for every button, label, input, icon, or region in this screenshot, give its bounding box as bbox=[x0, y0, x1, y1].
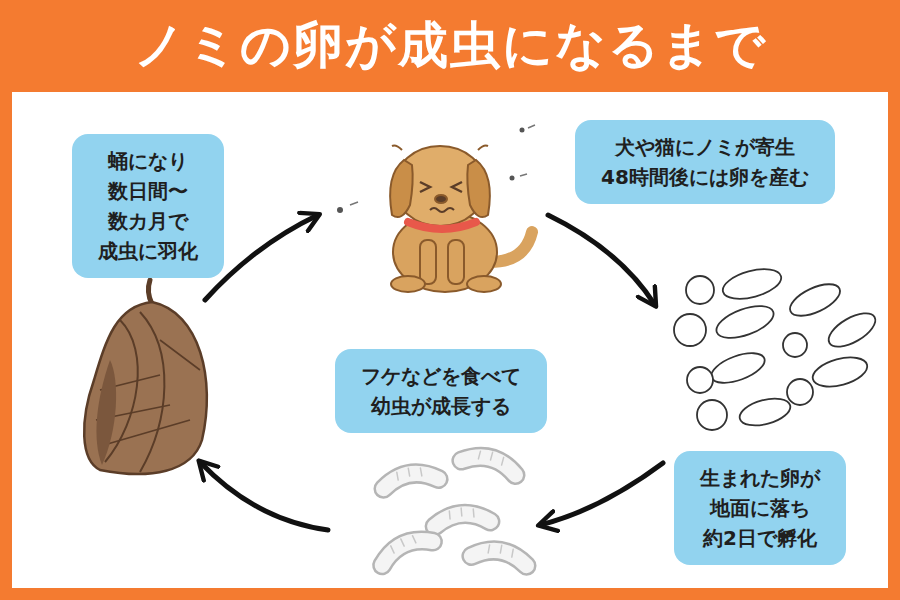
title-text: ノミの卵が成虫になるまで bbox=[0, 0, 900, 90]
stage-box: 犬や猫にノミが寄生 48時間後には卵を産む bbox=[575, 120, 835, 204]
stage-box: 蛹になり 数日間〜数カ月で 成虫に羽化 bbox=[72, 134, 224, 278]
stage-box: 生まれた卵が 地面に落ち 約2日で孵化 bbox=[674, 451, 846, 565]
white-panel bbox=[12, 92, 888, 588]
flea-dots bbox=[337, 125, 535, 213]
stage-text: フケなどを食べて 幼虫が成長する bbox=[361, 361, 521, 421]
stage-text: 生まれた卵が 地面に落ち 約2日で孵化 bbox=[700, 463, 820, 553]
dog-illustration bbox=[390, 146, 532, 293]
flea-eggs bbox=[674, 264, 881, 431]
flea-pupa bbox=[84, 280, 207, 474]
stage-box: フケなどを食べて 幼虫が成長する bbox=[335, 349, 547, 433]
stage-text: 犬や猫にノミが寄生 48時間後には卵を産む bbox=[601, 132, 809, 192]
flea-larvae bbox=[375, 445, 529, 566]
stage-text: 蛹になり 数日間〜数カ月で 成虫に羽化 bbox=[98, 146, 198, 266]
cycle-arrows bbox=[200, 215, 663, 530]
